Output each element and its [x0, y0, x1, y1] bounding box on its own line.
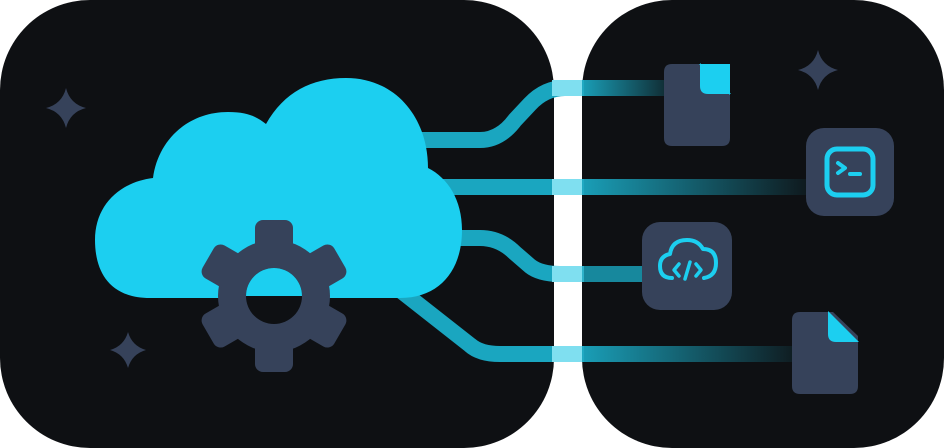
connector-gap-segments [552, 80, 584, 362]
gear-hole-cloud [246, 268, 302, 296]
right-panel [582, 0, 944, 448]
sparkle-icon [798, 50, 838, 90]
file-icon [664, 63, 731, 146]
sparkle-icon [110, 332, 146, 368]
file-icon [792, 311, 859, 394]
terminal-icon [806, 128, 894, 216]
sparkle-icon [46, 88, 86, 128]
connector-middle-2 [422, 230, 568, 282]
cloud-code-icon [642, 222, 732, 310]
connector-bottom [392, 282, 573, 362]
cloud-icon [95, 78, 462, 298]
